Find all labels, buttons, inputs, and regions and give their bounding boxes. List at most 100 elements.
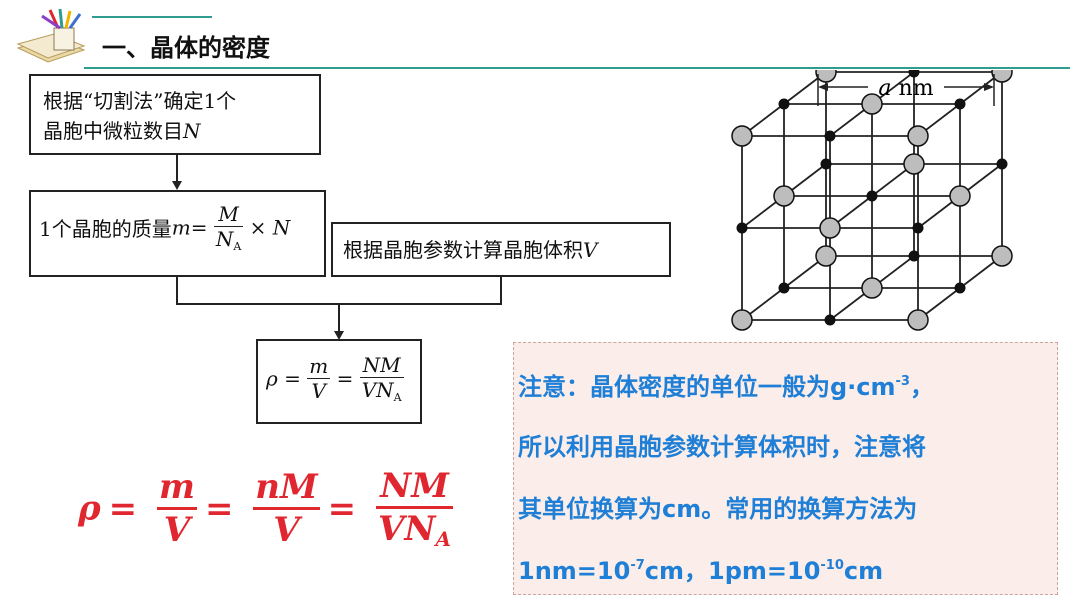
note-box: 注意：晶体密度的单位一般为g·cm-3， 所以利用晶胞参数计算体积时，注意将 其…	[513, 342, 1058, 595]
lattice-large-atom	[773, 185, 795, 207]
note-line-4: 1nm=10-7cm，1pm=10-10cm	[518, 551, 883, 586]
red-num-1: m	[158, 467, 195, 507]
lattice-small-atom	[996, 158, 1008, 170]
lattice-large-atom	[861, 277, 883, 299]
lattice-dimension: a nm	[817, 74, 995, 106]
red-den-3: VNA	[376, 506, 453, 551]
lattice-large-atom	[949, 185, 971, 207]
lattice-large-atom	[907, 125, 929, 147]
flow-box-count: 根据“切割法”确定1个 晶胞中微粒数目N	[29, 74, 321, 155]
note-line-4-c: cm	[843, 557, 884, 585]
density-num-1: m	[309, 354, 329, 378]
density-formula-red: ρ= m V = nM V = NM VNA	[78, 466, 453, 551]
flow-box-count-line2: 晶胞中微粒数目N	[43, 116, 307, 146]
note-line-2: 所以利用晶胞参数计算体积时，注意将	[518, 433, 926, 461]
density-den-2-text: VN	[361, 378, 394, 402]
lattice-large-atom	[819, 217, 841, 239]
lattice-label-var: a	[878, 76, 891, 101]
density-fraction-1: m V	[307, 354, 331, 403]
density-den-2: VNA	[359, 377, 404, 404]
mass-den-N: N	[215, 227, 234, 251]
arrow-1	[172, 181, 182, 190]
red-den-3-text: VN	[378, 509, 436, 549]
arrow-2	[334, 331, 344, 340]
red-den-3-sub: A	[435, 527, 451, 551]
lattice-small-atom	[778, 282, 790, 294]
flow-box-volume: 根据晶胞参数计算晶胞体积V	[331, 222, 671, 277]
mass-times: ×	[249, 215, 267, 240]
lattice-small-atom	[912, 222, 924, 234]
mass-fraction: M NA	[213, 202, 244, 253]
page-title: 一、晶体的密度	[102, 34, 270, 62]
red-fraction-1: m V	[156, 467, 197, 550]
note-line-4-b: cm，1pm=10	[644, 557, 821, 585]
svg-text:a nm: a nm	[878, 76, 933, 101]
flow-box-count-line2-text: 晶胞中微粒数目	[43, 119, 183, 143]
lattice-large-atom	[731, 309, 753, 331]
red-eq-2: =	[204, 488, 234, 529]
density-rho: ρ	[266, 366, 278, 391]
lattice-large-atom	[815, 245, 837, 267]
lattice-small-atom	[908, 70, 920, 78]
lattice-large-atom	[991, 70, 1013, 83]
lattice-label-unit: nm	[892, 76, 934, 101]
var-m: m	[171, 215, 191, 240]
lattice-small-atom	[778, 98, 790, 110]
lattice-small-atom	[736, 222, 748, 234]
note-line-4-a-sup: -7	[630, 558, 645, 573]
volume-text: 根据晶胞参数计算晶胞体积	[343, 238, 583, 262]
density-eq-2: =	[336, 366, 354, 391]
mass-text: 1个晶胞的质量	[39, 217, 172, 241]
lattice-large-atom	[907, 309, 929, 331]
title-accent-line	[92, 16, 212, 18]
note-line-1-sup: -3	[895, 374, 910, 389]
flow-box-count-line1: 根据“切割法”确定1个	[43, 89, 237, 113]
red-eq-1: =	[108, 488, 138, 529]
density-den-1: V	[307, 378, 331, 403]
lattice-large-atom	[815, 70, 837, 83]
note-line-4-b-sup: -10	[820, 558, 844, 573]
red-rho: ρ	[78, 488, 101, 529]
mass-denominator: NA	[213, 226, 244, 253]
red-fraction-3: NM VNA	[376, 466, 453, 551]
density-fraction-2: NM VNA	[359, 353, 404, 404]
note-line-4-a: 1nm=10	[518, 557, 631, 585]
lattice-large-atom	[731, 125, 753, 147]
lattice-small-atom	[824, 130, 836, 142]
note-line-1: 注意：晶体密度的单位一般为g·cm-3，	[518, 367, 934, 402]
lattice-small-atom	[954, 98, 966, 110]
flow-box-density: ρ = m V = NM VNA	[256, 339, 422, 424]
note-line-1-text: 注意：晶体密度的单位一般为g·cm	[518, 373, 896, 401]
mass-eq: =	[190, 215, 208, 240]
red-fraction-2: nM V	[253, 467, 320, 550]
mass-numerator: M	[218, 202, 239, 226]
title-underline	[84, 67, 1070, 69]
red-num-3: NM	[380, 466, 449, 506]
density-den-2-sub: A	[393, 391, 402, 404]
var-V: V	[583, 238, 598, 262]
lattice-large-atom	[861, 93, 883, 115]
red-den-1: V	[156, 507, 197, 550]
crystal-lattice-diagram: a nm	[731, 70, 1013, 331]
red-den-2: V	[253, 507, 320, 550]
connector-3	[338, 304, 340, 332]
density-num-2: NM	[362, 353, 401, 377]
books-pencils-icon	[16, 8, 86, 63]
connector-1	[176, 155, 178, 182]
lattice-small-atom	[824, 314, 836, 326]
mass-den-sub: A	[233, 240, 242, 253]
red-num-2: nM	[255, 467, 318, 507]
red-eq-3: =	[327, 488, 357, 529]
connector-2b	[500, 277, 502, 304]
lattice-large-atom	[991, 245, 1013, 267]
flow-box-mass: 1个晶胞的质量m= M NA × N	[29, 190, 326, 277]
mass-tail-N: N	[272, 215, 291, 240]
lattice-small-atom	[954, 282, 966, 294]
lattice-small-atom	[908, 250, 920, 262]
lattice-small-atom	[866, 190, 878, 202]
connector-2a	[176, 277, 178, 304]
lattice-large-atom	[903, 153, 925, 175]
density-eq-1: =	[284, 366, 301, 391]
var-N: N	[183, 119, 201, 143]
note-line-1-end: ，	[909, 373, 934, 401]
